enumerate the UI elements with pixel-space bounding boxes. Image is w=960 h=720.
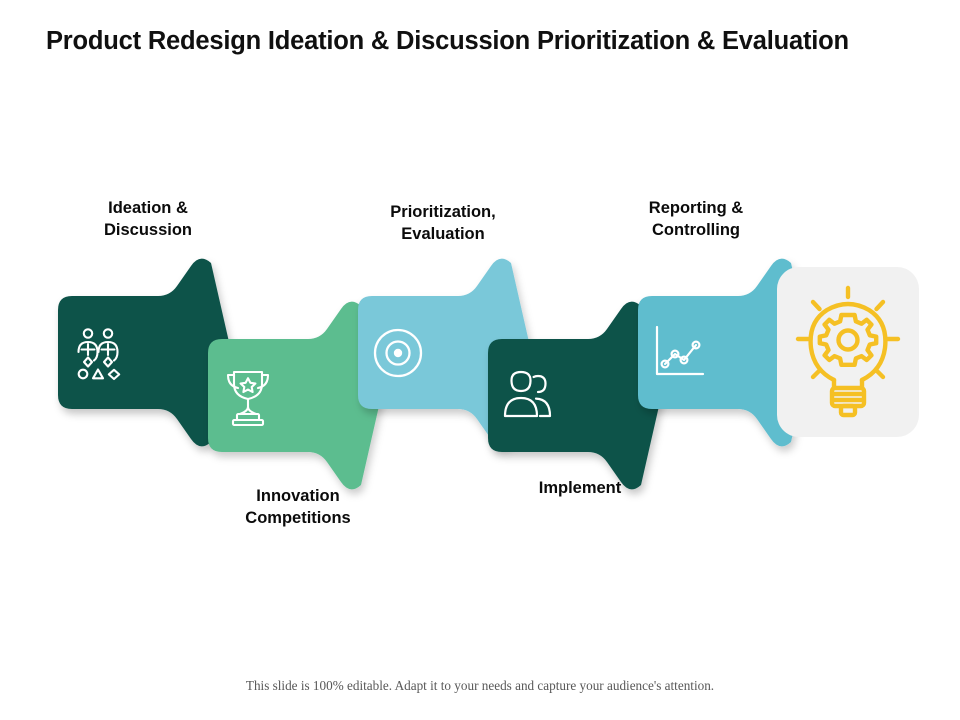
arrow-shape-1 [58, 258, 233, 447]
step-label-ideation-discussion: Ideation & Discussion [103, 199, 193, 239]
step-label-prioritization-evaluation: Prioritization, Evaluation [390, 203, 496, 243]
arrow-shape-2 [208, 301, 383, 490]
step-label-implement: Implement [538, 479, 622, 497]
arrow-shape-5 [638, 258, 813, 447]
page-title: Product Redesign Ideation & Discussion P… [46, 27, 849, 55]
editable-slide-note: This slide is 100% editable. Adapt it to… [245, 678, 715, 693]
step-label-reporting-controlling: Reporting & Controlling [648, 199, 744, 239]
arrow-shape-4 [488, 301, 663, 490]
lightbulb-gear-icon [789, 282, 907, 422]
result-outcome-card[interactable] [777, 267, 919, 437]
step-label-innovation-competitions: Innovation Competitions [245, 487, 351, 527]
process-arrow-diagram [0, 150, 960, 570]
